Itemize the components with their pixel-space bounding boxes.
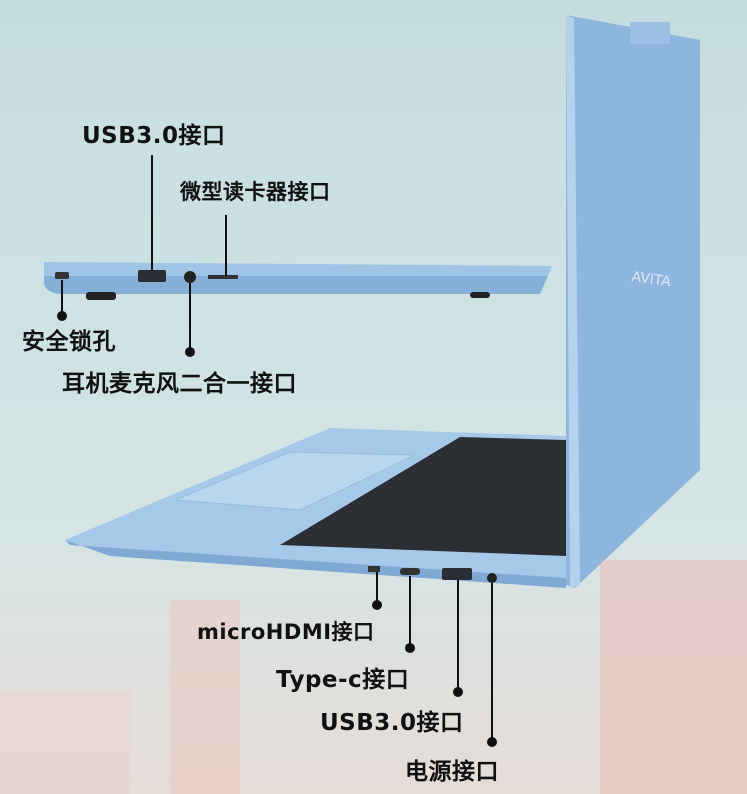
callout-security-lock: 安全锁孔 — [22, 329, 116, 355]
keyboard — [280, 437, 566, 556]
callout-micro-hdmi: microHDMI接口 — [197, 620, 375, 644]
audio-jack — [184, 271, 196, 283]
callout-power: 电源接口 — [405, 759, 499, 785]
card-reader-slot — [208, 275, 238, 279]
callout-usb-side: USB3.0接口 — [82, 123, 226, 149]
callout-lines — [57, 155, 497, 747]
callout-card-reader: 微型读卡器接口 — [180, 180, 331, 204]
svg-text:AVITA: AVITA — [631, 269, 673, 290]
callout-usb-front: USB3.0接口 — [320, 710, 464, 736]
laptop-base — [65, 428, 566, 588]
callout-audio-jack: 耳机麦克风二合一接口 — [62, 371, 297, 397]
laptop-lid: AVITA — [566, 15, 700, 588]
laptop-side-view — [44, 262, 552, 300]
security-lock-slot — [55, 272, 69, 279]
usb-port-side — [138, 270, 166, 282]
callout-type-c: Type-c接口 — [276, 667, 410, 693]
